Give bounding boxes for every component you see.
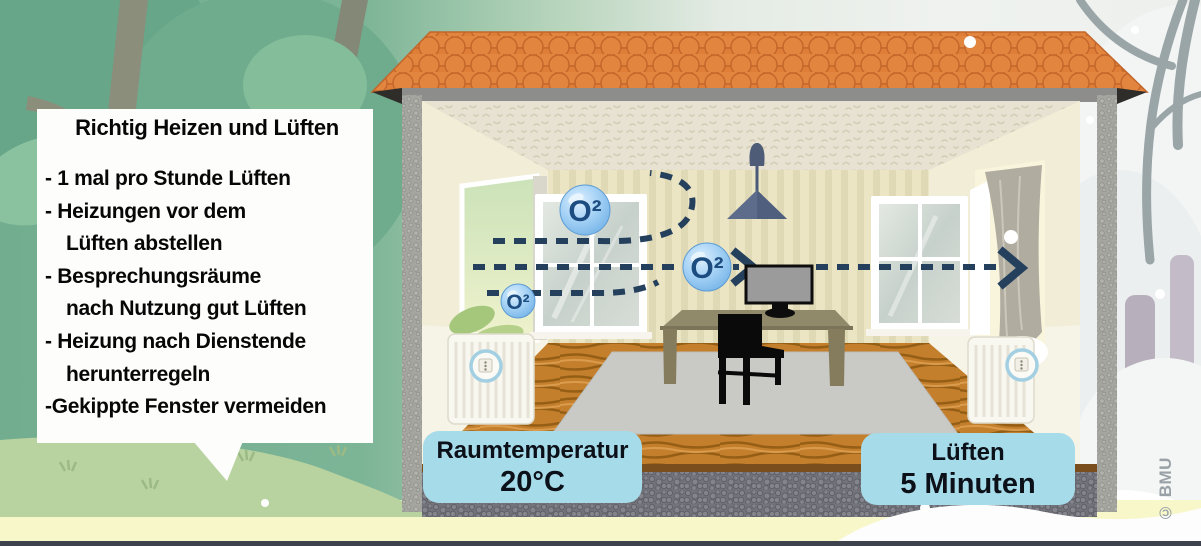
- infobox-line: herunterregeln: [66, 362, 210, 386]
- airflow-arrows: [473, 170, 1029, 296]
- bottom-border: [0, 541, 1201, 546]
- thermostat-icon: [1005, 348, 1039, 382]
- infobox: Richtig Heizen und Lüften - 1 mal pro St…: [37, 109, 373, 443]
- infobox-line: nach Nutzung gut Lüften: [66, 297, 307, 321]
- thermostat-icon: [469, 349, 503, 383]
- airflow-exit-arrow-icon: [997, 246, 1029, 290]
- o2-bubble-center: O²: [682, 242, 732, 292]
- ventilation-value: 5 Minuten: [900, 467, 1036, 500]
- snow-drift: [835, 504, 1201, 546]
- bird-footprints: [58, 444, 348, 490]
- ventilation-label: Lüften 5 Minuten: [861, 433, 1075, 505]
- office-chair: [717, 314, 784, 405]
- floor-rug: [551, 351, 959, 435]
- computer-monitor: [744, 264, 814, 318]
- infobox-line: -Gekippte Fenster vermeiden: [45, 395, 327, 419]
- infobox-line: - Heizung nach Dienstende: [45, 329, 306, 353]
- room-temperature-title: Raumtemperatur: [436, 436, 629, 464]
- pendant-lamp-icon: [727, 143, 787, 219]
- roof-fascia: [402, 88, 1117, 102]
- snowflake-dots: [261, 26, 1165, 513]
- right-radiator: [967, 336, 1039, 424]
- infobox-line: Lüften abstellen: [66, 232, 223, 256]
- infobox-title: Richtig Heizen und Lüften: [75, 115, 339, 140]
- speech-bubble-tail: [193, 441, 243, 481]
- airflow-curl: [493, 170, 696, 245]
- o2-bubble-large: O²: [559, 184, 611, 236]
- room-ceiling: [422, 101, 1080, 170]
- left-radiator: [447, 333, 535, 425]
- infobox-line: - Heizungen vor dem: [45, 199, 246, 223]
- house-roof: [370, 31, 1149, 93]
- room-temperature-label: Raumtemperatur 20°C: [423, 431, 642, 503]
- right-window: [866, 196, 974, 336]
- house-right-corner: [1097, 95, 1117, 512]
- left-window: [449, 173, 652, 348]
- ventilation-title: Lüften: [931, 438, 1005, 466]
- snowflake-dot: [1004, 230, 1018, 244]
- infobox-line: - Besprechungsräume: [45, 264, 262, 288]
- infobox-line: - 1 mal pro Stunde Lüften: [45, 167, 291, 190]
- o2-label: O²: [690, 252, 723, 285]
- o2-label: O²: [568, 195, 601, 228]
- o2-label: O²: [506, 291, 529, 314]
- house-left-corner: [402, 95, 422, 512]
- airflow-dashed-line-bottom: [487, 279, 660, 296]
- o2-bubble-small: O²: [500, 283, 536, 319]
- copyright-credit: © BMU: [1156, 457, 1175, 522]
- room-temperature-value: 20°C: [500, 465, 565, 498]
